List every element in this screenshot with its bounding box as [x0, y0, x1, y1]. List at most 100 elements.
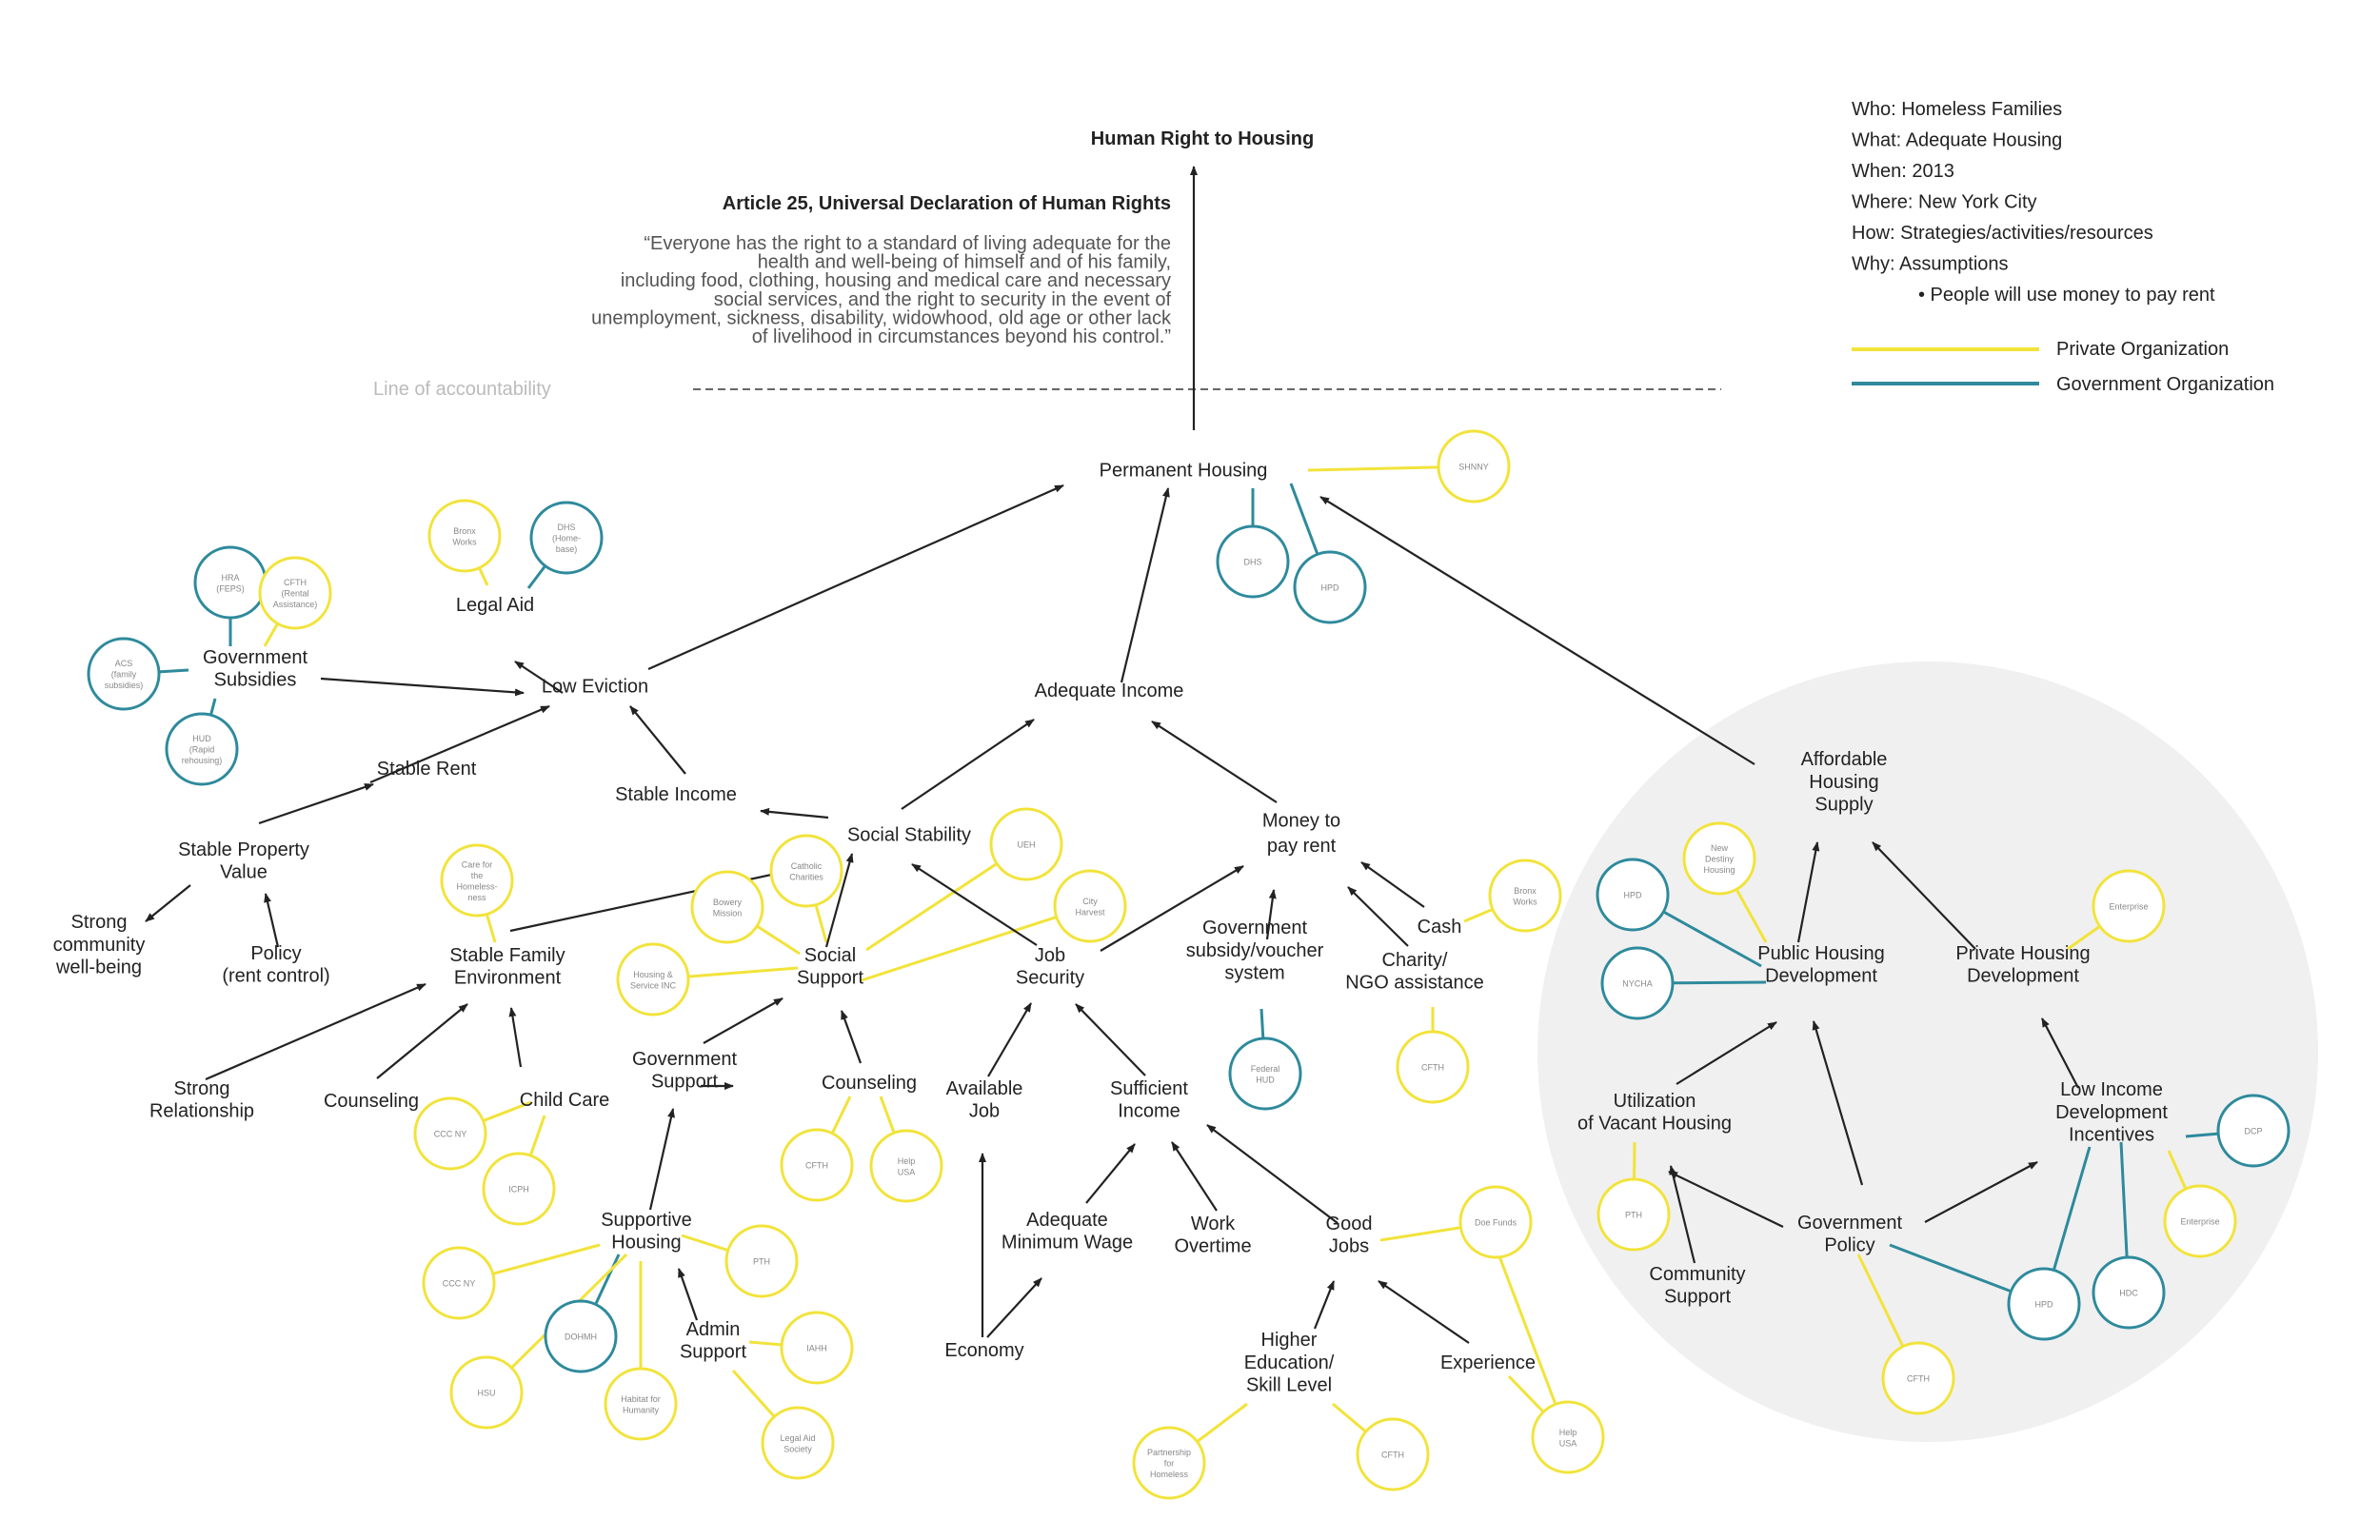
info-assumption-bullet: • People will use money to pay rent — [1918, 285, 2215, 306]
org-circle — [761, 1406, 835, 1480]
org-circle — [1600, 946, 1675, 1020]
node-label: Housing — [611, 1233, 681, 1254]
org-circle — [1881, 1341, 1955, 1415]
org-hpd: HPD — [1293, 550, 1367, 624]
org-label: Harvest — [1075, 907, 1105, 917]
org-link-doe-funds — [1379, 1226, 1461, 1242]
org-link-iahh — [748, 1340, 783, 1347]
org-label: CFTH — [284, 578, 307, 587]
causal-arrow — [258, 782, 374, 825]
node-label: Subsidies — [214, 670, 297, 691]
node-charity: Charity/NGO assistance — [1345, 950, 1484, 994]
org-hra: HRA(FEPS) — [193, 545, 268, 620]
node-permanent-housing: Permanent Housing — [1100, 460, 1268, 481]
node-label: Stable Income — [615, 784, 737, 805]
org-label: Enterprise — [2180, 1217, 2219, 1227]
org-link-city-harvest — [861, 916, 1058, 982]
causal-arrow — [1669, 1165, 1696, 1264]
node-experience: Experience — [1440, 1352, 1536, 1373]
org-circle — [440, 843, 514, 918]
node-label: Public Housing — [1757, 943, 1884, 964]
node-label: Private Housing — [1955, 943, 2090, 964]
node-label: Experience — [1440, 1352, 1536, 1373]
org-link-dhs-home-base — [526, 564, 546, 589]
node-label: Stable Family — [449, 945, 565, 966]
node-label: Admin — [686, 1319, 741, 1340]
legend: Private Organization Government Organiza… — [1852, 339, 2274, 395]
node-stable-income: Stable Income — [615, 784, 737, 805]
org-circle — [427, 499, 502, 573]
org-shnny: SHNNY — [1437, 429, 1511, 503]
org-circle — [1488, 859, 1562, 933]
org-label: Mission — [713, 908, 743, 918]
org-label: SHNNY — [1458, 463, 1489, 472]
org-connectors — [158, 465, 2219, 1443]
org-label: DCP — [2244, 1127, 2262, 1136]
causal-arrow — [1100, 865, 1244, 952]
node-label: Sufficient — [1110, 1078, 1188, 1099]
node-label: Good — [1326, 1214, 1373, 1234]
article-heading: Article 25, Universal Declaration of Hum… — [723, 193, 1171, 214]
org-link-hpd-policy — [1889, 1243, 2012, 1293]
causal-arrow — [760, 807, 829, 819]
org-link-legal-aid-society — [731, 1369, 776, 1418]
org-label: (Home- — [552, 534, 581, 543]
org-link-cfth-education — [1332, 1402, 1367, 1433]
org-link-new-destiny — [1735, 888, 1768, 943]
org-circle — [1396, 1030, 1470, 1104]
causal-arrow — [369, 704, 550, 784]
org-label: IAHH — [806, 1344, 827, 1353]
node-label: Policy — [1824, 1235, 1874, 1256]
node-label: Support — [1664, 1287, 1731, 1308]
org-label: Housing — [1703, 865, 1735, 875]
org-label: ACS — [115, 659, 133, 668]
org-label: Habitat for — [621, 1394, 661, 1404]
node-label: of Vacant Housing — [1577, 1114, 1732, 1135]
org-link-ueh — [865, 862, 998, 952]
node-label: Government — [1797, 1213, 1902, 1234]
org-label: HPD — [1320, 583, 1339, 593]
affordable-housing-region — [1537, 661, 2318, 1442]
org-link-care-homeless — [485, 914, 497, 943]
causal-arrow — [2041, 1017, 2079, 1089]
org-circle — [1053, 869, 1127, 943]
causal-arrow — [1151, 721, 1278, 803]
org-label: HRA — [221, 573, 239, 582]
org-circle — [1597, 1177, 1671, 1252]
org-circle — [1437, 429, 1511, 503]
org-nycha: NYCHA — [1600, 946, 1675, 1020]
org-circle — [482, 1152, 556, 1226]
org-circle — [165, 712, 239, 786]
node-label: Strong — [174, 1078, 230, 1099]
node-label: Utilization — [1614, 1091, 1696, 1112]
org-iahh: IAHH — [780, 1311, 854, 1385]
org-label: HPD — [2034, 1300, 2053, 1310]
org-label: (Rapid — [189, 745, 215, 755]
org-dcp: DCP — [2216, 1094, 2291, 1168]
info-line: When: 2013 — [1852, 161, 1954, 182]
org-hpd-public: HPD — [1596, 858, 1670, 932]
node-counseling-2: Counseling — [822, 1073, 917, 1094]
org-label: Humanity — [623, 1405, 660, 1414]
org-circle — [1216, 524, 1290, 599]
org-hpd-policy: HPD — [2007, 1267, 2081, 1341]
org-dhs: DHS — [1216, 524, 1290, 599]
org-label: Works — [1513, 897, 1537, 906]
org-label: CFTH — [1907, 1374, 1930, 1384]
org-circle — [1293, 550, 1367, 624]
causal-arrow — [264, 893, 280, 948]
causal-arrow — [629, 705, 686, 775]
org-link-help-usa — [879, 1096, 896, 1134]
org-pth-2: PTH — [1597, 1177, 1671, 1252]
node-label: community — [53, 935, 146, 956]
org-link-enterprise-2 — [2167, 1150, 2188, 1190]
line-of-accountability-label: Line of accountability — [373, 379, 551, 400]
